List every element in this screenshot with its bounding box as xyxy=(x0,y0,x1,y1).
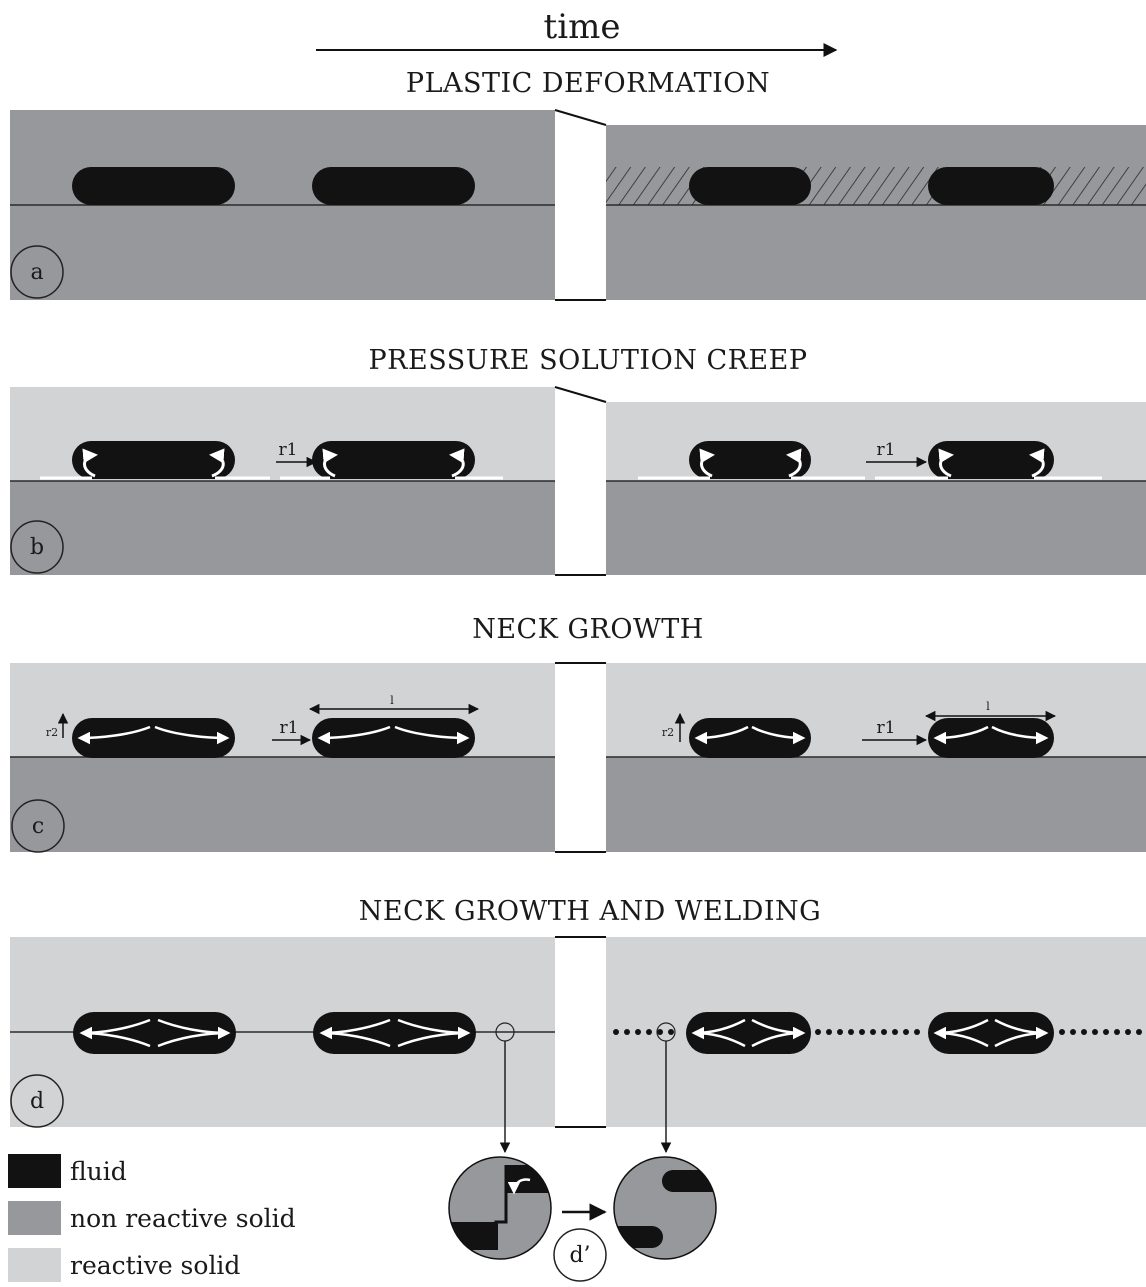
legend-swatch-fluid xyxy=(8,1154,61,1188)
fluid-inclusion xyxy=(312,441,475,479)
hatched-deformation-zone xyxy=(606,167,1146,205)
panel-c-letter: c xyxy=(32,814,44,839)
fluid-inclusion xyxy=(689,167,811,205)
r2-label: r2 xyxy=(46,726,58,739)
panel-c-title: NECK GROWTH xyxy=(472,614,704,645)
non-reactive-solid-layer xyxy=(10,481,555,575)
time-break xyxy=(555,663,606,852)
zoom-circle-before xyxy=(440,1153,561,1265)
time-break xyxy=(555,937,606,1127)
panel-d-title: NECK GROWTH AND WELDING xyxy=(359,896,821,927)
fluid-inclusion xyxy=(72,167,235,205)
panel-a-title: PLASTIC DEFORMATION xyxy=(406,68,770,99)
legend-label-fluid: fluid xyxy=(70,1157,127,1186)
panel-b-letter: b xyxy=(30,535,44,560)
r1-label: r1 xyxy=(877,440,896,460)
zoom-circle-after xyxy=(595,1153,742,1265)
panel-b: PRESSURE SOLUTION CREEP r1 xyxy=(10,345,1146,575)
r1-label: r1 xyxy=(280,718,299,738)
length-label: l xyxy=(390,694,394,707)
fluid-inclusion xyxy=(312,167,475,205)
reactive-solid-layer xyxy=(606,663,1146,757)
r2-label: r2 xyxy=(662,726,674,739)
panel-d: NECK GROWTH AND WELDING xyxy=(10,896,1146,1127)
legend-swatch-non-reactive-solid xyxy=(8,1201,61,1235)
legend-swatch-reactive-solid xyxy=(8,1248,61,1282)
non-reactive-solid-layer xyxy=(606,481,1146,575)
panel-b-title: PRESSURE SOLUTION CREEP xyxy=(368,345,807,376)
fluid-inclusion xyxy=(72,441,235,479)
panel-d-letter: d xyxy=(30,1089,44,1114)
panel-a: PLASTIC DEFORMATION a xyxy=(10,68,1146,300)
panel-a-letter: a xyxy=(30,260,43,285)
fluid-inclusion xyxy=(928,167,1054,205)
inset-letter: d’ xyxy=(569,1243,590,1268)
time-break xyxy=(555,387,606,575)
r1-label: r1 xyxy=(877,718,896,738)
panel-a-right-solid xyxy=(606,125,1146,300)
panel-c: NECK GROWTH r2 r1 l r2 xyxy=(10,614,1146,852)
legend-label-reactive-solid: reactive solid xyxy=(70,1251,240,1280)
length-label: l xyxy=(986,700,990,713)
non-reactive-solid-layer xyxy=(10,757,555,852)
time-label: time xyxy=(544,7,621,47)
non-reactive-solid-layer xyxy=(606,757,1146,852)
legend: fluid non reactive solid reactive solid xyxy=(8,1154,296,1282)
time-break xyxy=(555,110,606,300)
legend-label-non-reactive-solid: non reactive solid xyxy=(70,1204,296,1233)
r1-label: r1 xyxy=(279,440,298,460)
